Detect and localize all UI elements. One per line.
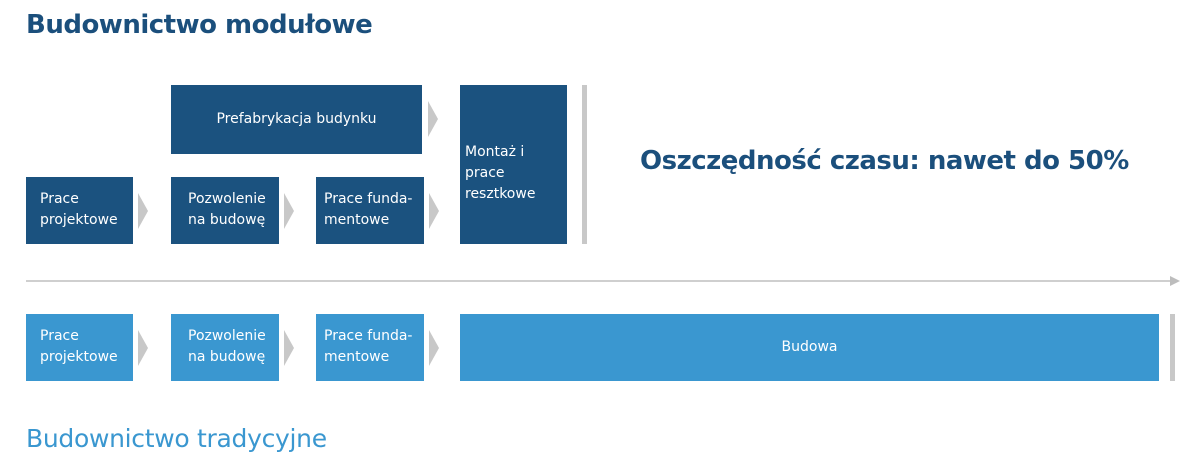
step-line: na budowę [188, 349, 266, 365]
modular-step-permit: Pozwolenie na budowę [171, 177, 279, 244]
step-line: Montaż i prace [465, 144, 525, 181]
step-line: Pozwolenie [188, 191, 266, 207]
modular-end-marker [582, 85, 587, 244]
time-savings-label: Oszczędność czasu: nawet do 50% [640, 146, 1129, 176]
step-line: Pozwolenie [188, 328, 266, 344]
diagram-title: Budownictwo modułowe [26, 10, 373, 40]
traditional-title: Budownictwo tradycyjne [26, 424, 327, 453]
traditional-step-permit: Pozwolenie na budowę [171, 314, 279, 381]
step-line: na budowę [188, 212, 266, 228]
modular-step-design: Prace projektowe [26, 177, 133, 244]
step-line: mentowe [324, 212, 390, 228]
chevron-right-icon [429, 330, 439, 366]
chevron-right-icon [429, 193, 439, 229]
step-line: resztkowe [465, 186, 536, 202]
assembly-box: Montaż i prace resztkowe [460, 85, 567, 244]
chevron-right-icon [138, 330, 148, 366]
step-line: projektowe [40, 212, 118, 228]
step-line: mentowe [324, 349, 390, 365]
step-line: Prace [40, 191, 79, 207]
prefab-box: Prefabrykacja budynku [171, 85, 422, 154]
step-line: Prace [40, 328, 79, 344]
arrow-right-icon [1170, 276, 1180, 286]
chevron-right-icon [138, 193, 148, 229]
build-box: Budowa [460, 314, 1159, 381]
step-line: Prace funda- [324, 191, 413, 207]
chevron-right-icon [428, 101, 438, 137]
chevron-right-icon [284, 330, 294, 366]
traditional-step-design: Prace projektowe [26, 314, 133, 381]
modular-step-foundation: Prace funda-mentowe [316, 177, 424, 244]
chevron-right-icon [284, 193, 294, 229]
traditional-end-marker [1170, 314, 1175, 381]
time-axis [26, 280, 1174, 282]
step-line: Prace funda- [324, 328, 413, 344]
traditional-step-foundation: Prace funda-mentowe [316, 314, 424, 381]
step-line: projektowe [40, 349, 118, 365]
